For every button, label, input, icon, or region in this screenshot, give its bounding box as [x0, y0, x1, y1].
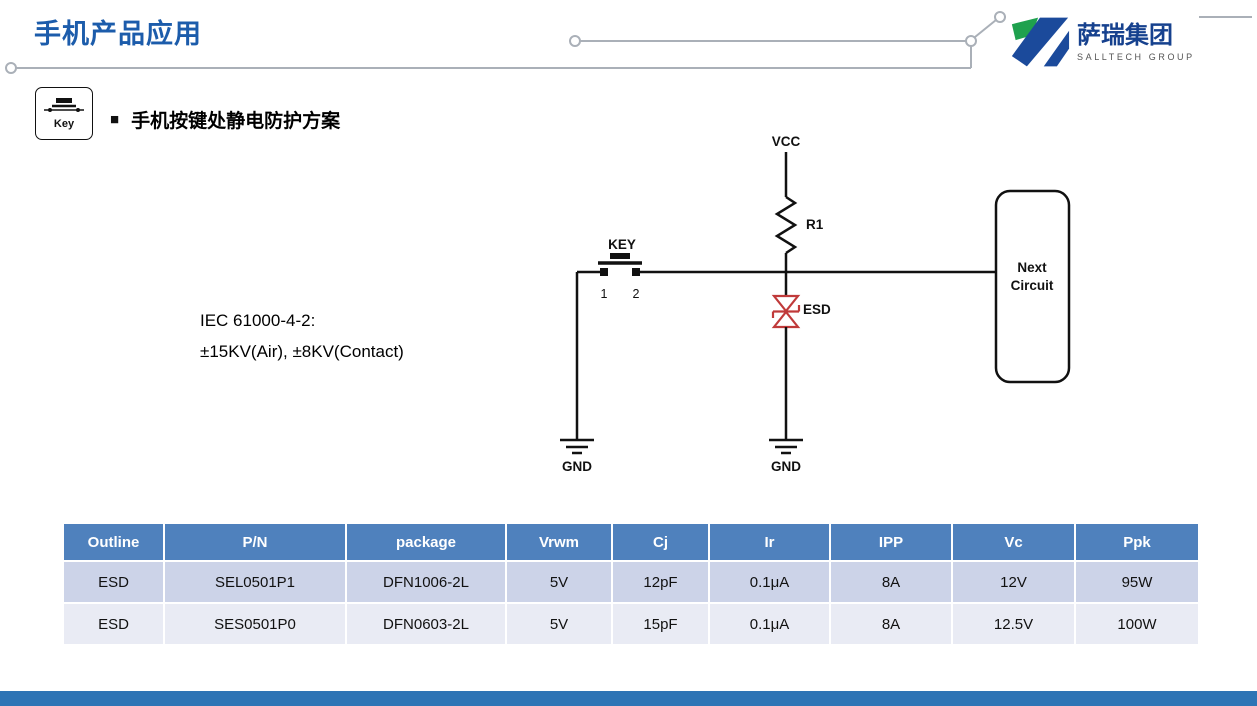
svg-text:VCC: VCC: [772, 134, 801, 149]
bottom-bar: [0, 691, 1257, 706]
iec-standard-note: IEC 61000-4-2: ±15KV(Air), ±8KV(Contact): [200, 305, 404, 367]
svg-text:GND: GND: [562, 459, 592, 474]
salltech-logo-icon: [1011, 17, 1070, 67]
cell-vc: 12V: [951, 560, 1076, 604]
cell-ppk: 95W: [1074, 560, 1200, 604]
next-circuit-box: Next Circuit: [994, 189, 1071, 384]
key-icon-box: Key: [35, 87, 93, 140]
cell-cj: 15pF: [611, 602, 710, 646]
page-title: 手机产品应用: [34, 19, 202, 49]
section-heading-text: 手机按键处静电防护方案: [131, 111, 341, 132]
svg-text:GND: GND: [771, 459, 801, 474]
table-row: ESD SEL0501P1 DFN1006-2L 5V 12pF 0.1μA 8…: [62, 560, 1200, 604]
esd-diode: ESD: [771, 272, 831, 440]
svg-text:KEY: KEY: [608, 237, 636, 252]
company-name-cn: 萨瑞集团: [1077, 21, 1173, 49]
cell-vrwm: 5V: [505, 602, 613, 646]
svg-text:1: 1: [601, 287, 608, 301]
header-cell-ir: Ir: [708, 522, 831, 562]
cell-ipp: 8A: [829, 560, 953, 604]
section-heading: ■ 手机按键处静电防护方案: [110, 106, 340, 133]
cell-package: DFN1006-2L: [345, 560, 507, 604]
svg-text:2: 2: [633, 287, 640, 301]
tvs-diode-icon: [771, 294, 801, 329]
cell-pn: SEL0501P1: [163, 560, 347, 604]
cell-ipp: 8A: [829, 602, 953, 646]
svg-text:ESD: ESD: [803, 302, 831, 317]
component-table: Outline P/N package Vrwm Cj Ir IPP Vc Pp…: [62, 522, 1200, 646]
header-cell-package: package: [345, 522, 507, 562]
company-logo: 萨瑞集团 SALLTECH GROUP: [1006, 16, 1199, 68]
svg-text:R1: R1: [806, 217, 824, 232]
header-cell-cj: Cj: [611, 522, 710, 562]
header-cell-ipp: IPP: [829, 522, 953, 562]
table-row: ESD SES0501P0 DFN0603-2L 5V 15pF 0.1μA 8…: [62, 602, 1200, 646]
company-name-en: SALLTECH GROUP: [1077, 52, 1195, 63]
vcc-node: VCC: [772, 134, 801, 197]
header-cell-vrwm: Vrwm: [505, 522, 613, 562]
key-icon-label: Key: [53, 118, 75, 130]
push-button-icon: [44, 98, 84, 112]
header-cell-outline: Outline: [62, 522, 165, 562]
svg-text:Next: Next: [1017, 260, 1047, 275]
cell-cj: 12pF: [611, 560, 710, 604]
cell-vrwm: 5V: [505, 560, 613, 604]
resistor-r1: R1: [774, 195, 824, 272]
bullet-square-icon: ■: [110, 111, 120, 128]
iec-line1: IEC 61000-4-2:: [200, 311, 316, 330]
gnd-right: GND: [769, 438, 803, 474]
header-cell-pn: P/N: [163, 522, 347, 562]
table-header-row: Outline P/N package Vrwm Cj Ir IPP Vc Pp…: [62, 522, 1200, 562]
cell-package: DFN0603-2L: [345, 602, 507, 646]
cell-pn: SES0501P0: [163, 602, 347, 646]
cell-ir: 0.1μA: [708, 560, 831, 604]
cell-vc: 12.5V: [951, 602, 1076, 646]
header-cell-vc: Vc: [951, 522, 1076, 562]
svg-text:Circuit: Circuit: [1011, 278, 1054, 293]
logo-text: 萨瑞集团 SALLTECH GROUP: [1077, 22, 1195, 63]
cell-ppk: 100W: [1074, 602, 1200, 646]
iec-line2: ±15KV(Air), ±8KV(Contact): [200, 342, 404, 361]
cell-outline: ESD: [62, 560, 165, 604]
cell-ir: 0.1μA: [708, 602, 831, 646]
header-cell-ppk: Ppk: [1074, 522, 1200, 562]
gnd-left: GND: [560, 272, 594, 474]
key-switch: KEY 1 2: [598, 237, 642, 301]
cell-outline: ESD: [62, 602, 165, 646]
